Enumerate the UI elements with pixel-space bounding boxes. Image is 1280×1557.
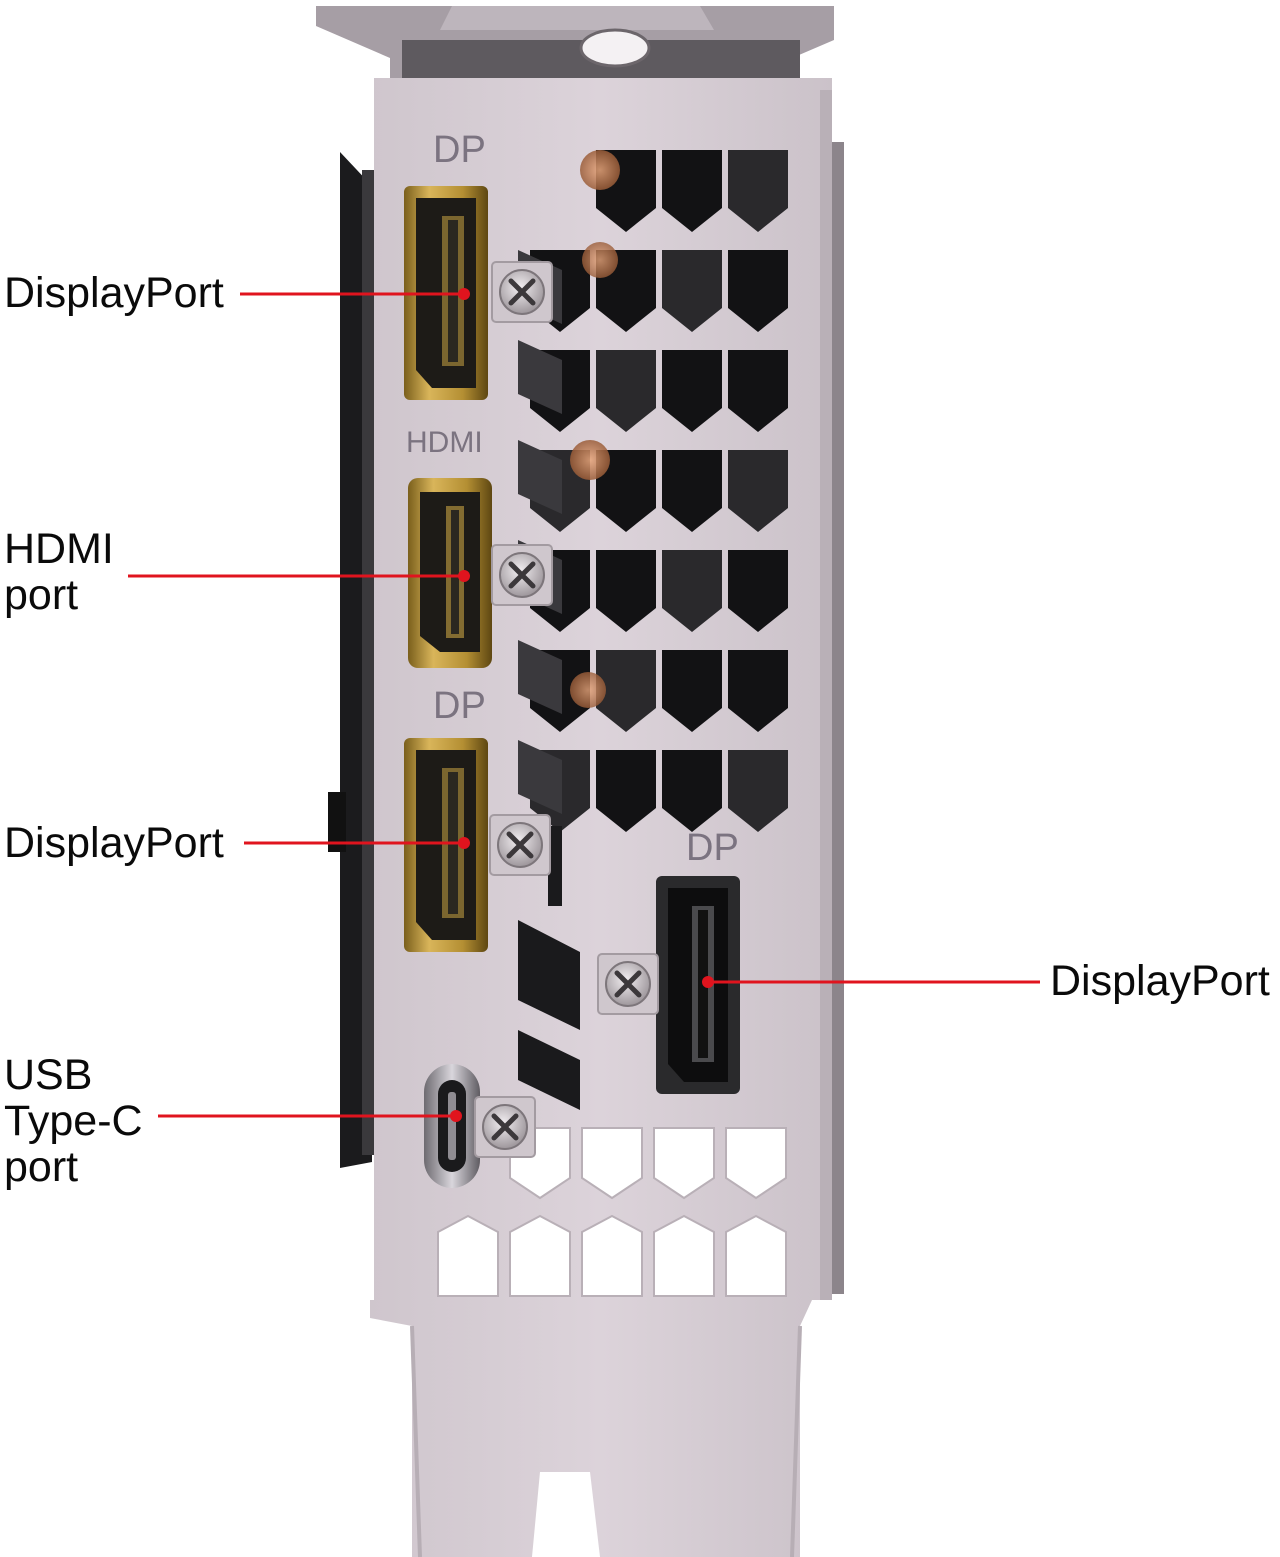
leader-dot (450, 1110, 462, 1122)
vent-cutout (728, 750, 788, 832)
vent-cutout (728, 550, 788, 632)
callout-usb-c-port-line-3: port (4, 1143, 79, 1191)
vent-cutout (653, 1214, 715, 1297)
vent-cutout (518, 1030, 580, 1110)
vent-cutout (653, 1127, 715, 1200)
vent-cutout (596, 750, 656, 832)
vent-cutout (596, 450, 656, 532)
vent-cutout (662, 150, 722, 232)
leader-dot (458, 288, 470, 300)
vent-cutout (728, 150, 788, 232)
vent-cutout (518, 440, 562, 514)
vent-cutout (662, 350, 722, 432)
screws (474, 261, 659, 1158)
callout-usb-c-port-line-1: USB (4, 1051, 93, 1099)
vent-cutout (518, 740, 562, 814)
callout-usb-c-port: USB Type-C port (4, 1052, 143, 1190)
displayport-connector-3 (656, 876, 740, 1094)
callout-hdmi-port-line-2: port (4, 571, 79, 619)
bracket-label-hdmi: HDMI (406, 426, 483, 459)
screw-icon (489, 814, 551, 876)
callout-displayport-1-text: DisplayPort (4, 269, 224, 317)
screw-icon (474, 1096, 536, 1158)
vent-cutout (437, 1214, 499, 1297)
vent-cutout (581, 1214, 643, 1297)
vent-cutout (725, 1127, 787, 1200)
leader-dot (458, 570, 470, 582)
displayport-connector-2 (404, 738, 488, 952)
vent-cutout (662, 550, 722, 632)
ventilation-grille (437, 150, 788, 1297)
vent-cutout (596, 550, 656, 632)
vent-cutout (509, 1214, 571, 1297)
screw-icon (491, 544, 553, 606)
callout-displayport-2-text: DisplayPort (4, 819, 224, 867)
bracket-plate (370, 78, 832, 1557)
callout-hdmi-port: HDMI port (4, 526, 114, 618)
vent-cutout (728, 450, 788, 532)
callout-leader-lines (128, 288, 1040, 1122)
callout-hdmi-port-line-1: HDMI (4, 525, 114, 573)
bracket-label-dp-right: DP (686, 827, 739, 869)
screw-icon (491, 261, 553, 323)
callout-displayport-1: DisplayPort (4, 270, 224, 316)
vent-cutout (518, 340, 562, 414)
callout-displayport-3-text: DisplayPort (1050, 957, 1270, 1005)
vent-cutout (518, 920, 580, 1030)
vent-cutout (596, 350, 656, 432)
heatpipes (570, 150, 620, 708)
vent-cutout (725, 1214, 787, 1297)
callout-displayport-3: DisplayPort (1050, 958, 1270, 1004)
bracket-label-dp-middle: DP (433, 685, 486, 727)
vent-cutout (581, 1127, 643, 1200)
screw-icon (597, 953, 659, 1015)
usb-c-connector (424, 1064, 480, 1188)
leader-dot (702, 976, 714, 988)
vent-cutout (662, 750, 722, 832)
bracket-label-dp-top: DP (433, 129, 486, 171)
vent-cutout (662, 250, 722, 332)
vent-cutout (548, 826, 562, 906)
vent-cutout (662, 650, 722, 732)
card-shroud (328, 142, 844, 1294)
vent-cutout (596, 650, 656, 732)
vent-cutout (728, 350, 788, 432)
vent-cutout (662, 450, 722, 532)
vent-cutout (728, 250, 788, 332)
callout-usb-c-port-line-2: Type-C (4, 1097, 143, 1145)
leader-dot (458, 837, 470, 849)
callout-displayport-2: DisplayPort (4, 820, 224, 866)
hdmi-connector (408, 478, 492, 668)
vent-cutout (728, 650, 788, 732)
vent-cutout (518, 640, 562, 714)
